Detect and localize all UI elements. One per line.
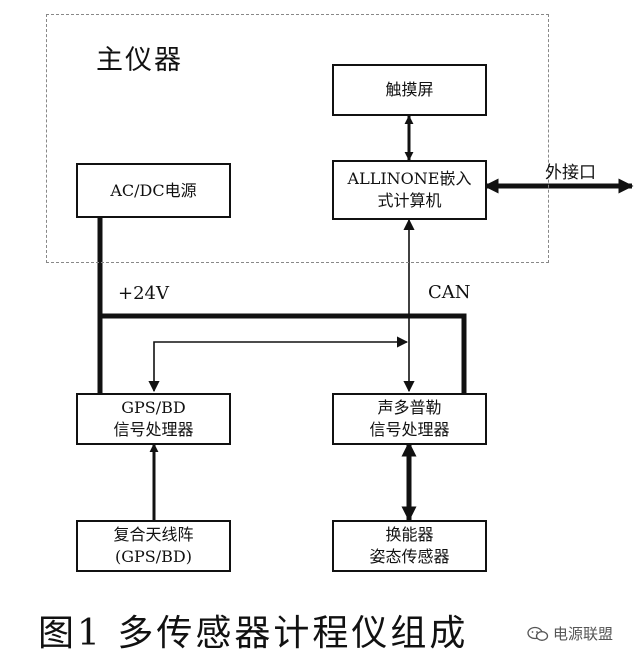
watermark-text: 电源联盟 [553, 625, 614, 643]
gps-bd-processor-line2: 信号处理器 [113, 420, 194, 439]
external-port-label: 外接口 [545, 163, 596, 183]
computer-label-line2: 式计算机 [377, 191, 442, 210]
power-supply-block: AC/DC电源 [76, 163, 231, 218]
transducer-line2: 姿态传感器 [369, 547, 450, 566]
transducer-block: 换能器 姿态传感器 [332, 520, 487, 572]
touchscreen-label: 触摸屏 [385, 80, 434, 99]
computer-label-line1: ALLINONE嵌入 [347, 169, 472, 188]
power-rail [97, 218, 467, 393]
touchscreen-block: 触摸屏 [332, 64, 487, 116]
gps-bd-processor-block: GPS/BD 信号处理器 [76, 393, 231, 445]
voltage-label: +24V [118, 283, 169, 304]
doppler-processor-block: 声多普勒 信号处理器 [332, 393, 487, 445]
main-unit-title: 主仪器 [96, 45, 183, 76]
computer-block: ALLINONE嵌入 式计算机 [332, 160, 487, 220]
can-bus-label: CAN [428, 282, 471, 303]
doppler-processor-line1: 声多普勒 [377, 398, 442, 417]
transducer-line1: 换能器 [385, 525, 434, 544]
antenna-array-line2: (GPS/BD) [115, 547, 192, 566]
figure-caption: 图1 多传感器计程仪组成 [38, 613, 469, 654]
doppler-processor-line2: 信号处理器 [369, 420, 450, 439]
watermark: 电源联盟 [527, 623, 613, 644]
gps-bd-processor-line1: GPS/BD [121, 398, 186, 417]
power-supply-label: AC/DC电源 [110, 180, 197, 200]
main-unit-frame [46, 14, 549, 263]
gps-can-link [148, 336, 409, 393]
antenna-array-line1: 复合天线阵 [113, 525, 194, 544]
wechat-icon [527, 626, 549, 641]
antenna-array-block: 复合天线阵 (GPS/BD) [76, 520, 231, 572]
